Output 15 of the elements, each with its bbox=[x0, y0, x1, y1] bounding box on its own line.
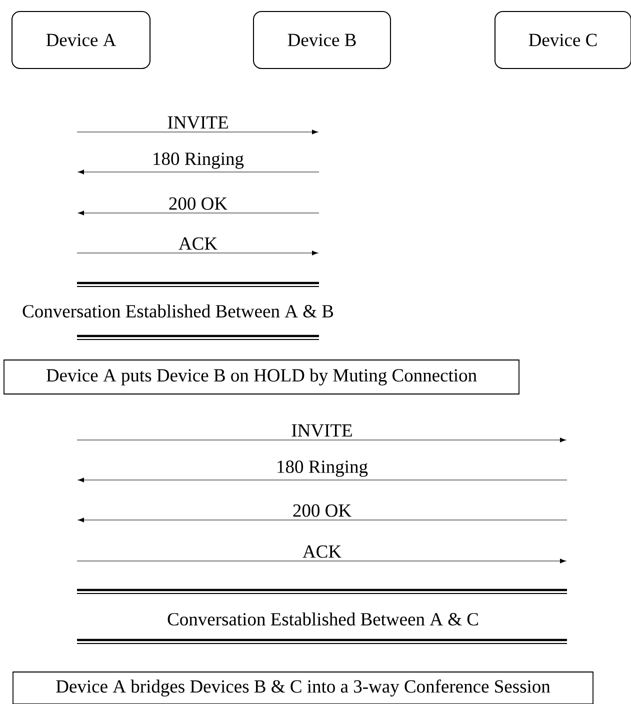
message-label: INVITE bbox=[292, 424, 352, 437]
status-text: Conversation Established Between A & B bbox=[22, 304, 334, 318]
device-box: Device C bbox=[494, 11, 631, 69]
message-label: ACK bbox=[302, 545, 342, 558]
message-label: INVITE bbox=[168, 116, 228, 129]
status-text: Conversation Established Between A & C bbox=[168, 612, 478, 626]
device-box: Device B bbox=[253, 11, 391, 69]
note-box: Device A puts Device B on HOLD by Muting Connection bbox=[4, 360, 520, 394]
note-box: Device A bridges Devices B & C into a 3-way Conference Session bbox=[12, 672, 594, 704]
message-label: ACK bbox=[178, 237, 218, 250]
device-box: Device A bbox=[12, 11, 150, 69]
message-label: 180 Ringing bbox=[278, 460, 368, 477]
message-label: 200 OK bbox=[169, 197, 228, 210]
message-label: 180 Ringing bbox=[154, 152, 244, 169]
message-label: 200 OK bbox=[293, 504, 352, 517]
